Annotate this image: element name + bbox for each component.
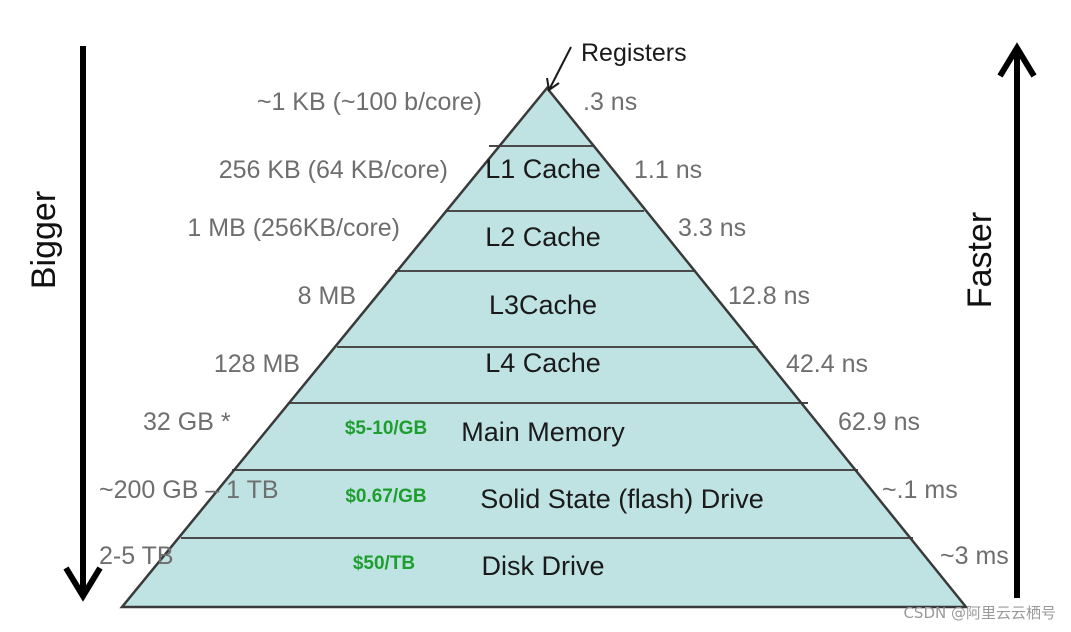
tier-prices: $5-10/GB $0.67/GB $50/TB: [345, 418, 427, 574]
pyramid-outline: [119, 86, 969, 609]
size-l3: 8 MB: [298, 282, 356, 310]
size-registers: ~1 KB (~100 b/core): [257, 88, 482, 116]
faster-label: Faster: [961, 212, 999, 308]
faster-arrow-icon: [997, 42, 1037, 598]
price-ssd: $0.67/GB: [345, 486, 426, 507]
price-disk: $50/TB: [353, 553, 415, 574]
bigger-label: Bigger: [25, 191, 63, 289]
size-main-memory: 32 GB *: [143, 408, 231, 436]
latency-l3: 12.8 ns: [728, 282, 810, 310]
tier-latencies: .3 ns 1.1 ns 3.3 ns 12.8 ns 42.4 ns 62.9…: [583, 88, 1009, 570]
registers-pointer-arrow: [546, 46, 572, 92]
tier-label-l2: L2 Cache: [485, 222, 601, 252]
watermark: CSDN @阿里云云栖号: [903, 604, 1056, 622]
tier-label-l3: L3Cache: [489, 290, 597, 320]
size-l4: 128 MB: [214, 350, 300, 378]
tier-label-disk: Disk Drive: [481, 551, 604, 581]
latency-registers: .3 ns: [583, 88, 637, 116]
size-l2: 1 MB (256KB/core): [187, 214, 400, 242]
tier-label-main-memory: Main Memory: [461, 417, 625, 447]
latency-ssd: ~.1 ms: [882, 476, 958, 504]
size-ssd: ~200 GB – 1 TB: [99, 476, 279, 504]
size-l1: 256 KB (64 KB/core): [219, 156, 448, 184]
tier-sizes: ~1 KB (~100 b/core) 256 KB (64 KB/core) …: [99, 88, 482, 570]
tier-labels: L1 Cache L2 Cache L3Cache L4 Cache Main …: [461, 154, 764, 581]
latency-l2: 3.3 ns: [678, 214, 746, 242]
latency-l4: 42.4 ns: [786, 350, 868, 378]
tier-label-l1: L1 Cache: [485, 154, 601, 184]
latency-main-memory: 62.9 ns: [838, 408, 920, 436]
latency-l1: 1.1 ns: [634, 156, 702, 184]
latency-disk: ~3 ms: [940, 542, 1009, 570]
price-main-memory: $5-10/GB: [345, 418, 427, 439]
bigger-arrow-icon: [63, 46, 103, 602]
tier-label-ssd: Solid State (flash) Drive: [480, 484, 764, 514]
size-disk: 2-5 TB: [99, 542, 174, 570]
tier-separators: [181, 145, 913, 539]
tier-label-l4: L4 Cache: [485, 348, 601, 378]
registers-label: Registers: [581, 39, 687, 67]
